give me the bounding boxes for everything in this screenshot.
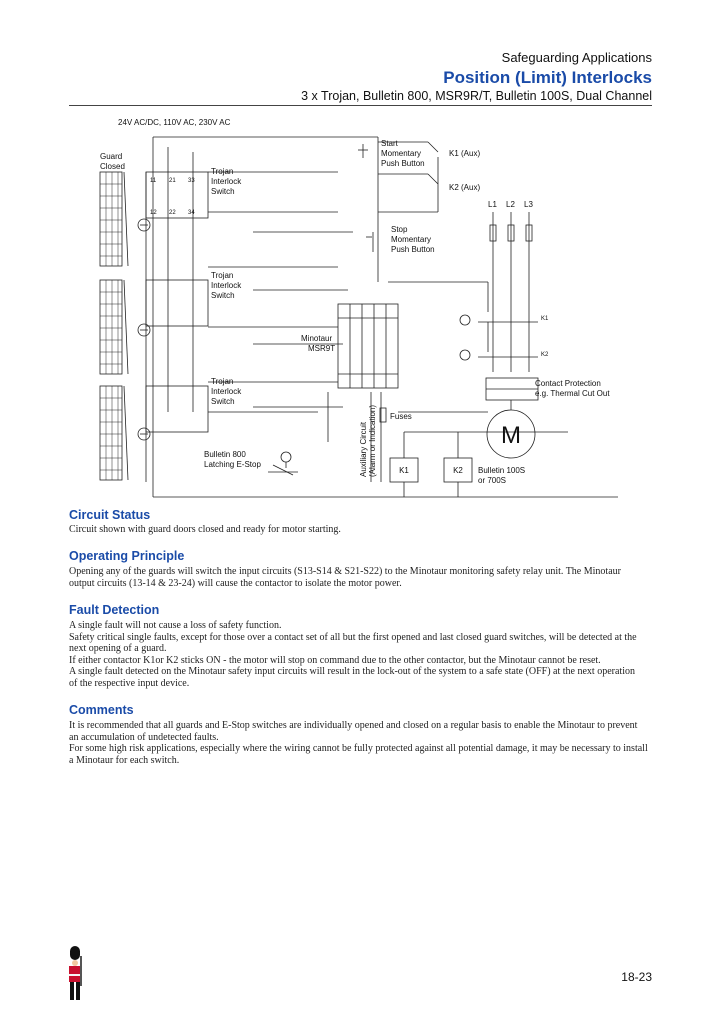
section-heading-comments: Comments [69, 703, 134, 717]
stop-line2: Momentary [391, 235, 431, 244]
section-line: of the respective input device. [69, 677, 190, 689]
section-heading-operating-principle: Operating Principle [69, 549, 185, 563]
fuses-label: Fuses [390, 412, 412, 421]
supply-label: 24V AC/DC, 110V AC, 230V AC [118, 118, 231, 127]
estop-line1: Bulletin 800 [204, 450, 246, 459]
section-line: If either contactor K1or K2 sticks ON - … [69, 654, 601, 666]
switch3-line3: Switch [211, 397, 235, 406]
section-body-fault-detection: A single fault will not cause a loss of … [69, 620, 659, 690]
contact-bottom-1: 12 [150, 210, 157, 216]
section-line: output circuits (13-14 & 23-24) will cau… [69, 577, 402, 589]
k2-aux-label: K2 (Aux) [449, 183, 480, 192]
k2-relay-label: K2 [453, 466, 463, 475]
start-line3: Push Button [381, 159, 425, 168]
contact-protection-line2: e.g. Thermal Cut Out [535, 389, 610, 398]
switch2-line1: Trojan [211, 271, 233, 280]
section-line: a Minotaur for each switch. [69, 754, 180, 766]
switch1-line2: Interlock [211, 177, 242, 186]
section-line: A single fault detected on the Minotaur … [69, 666, 635, 678]
minotaur-line1: Minotaur [301, 334, 332, 343]
section-line: Opening any of the guards will switch th… [69, 566, 621, 577]
contact-top-2: 21 [169, 178, 176, 184]
section-body-comments: It is recommended that all guards and E-… [69, 720, 659, 766]
section-line: It is recommended that all guards and E-… [69, 720, 638, 731]
stop-line3: Push Button [391, 245, 435, 254]
switch1-line3: Switch [211, 187, 235, 196]
l3-label: L3 [524, 200, 533, 209]
section-heading-fault-detection: Fault Detection [69, 603, 160, 617]
contact-bottom-3: 34 [188, 210, 195, 216]
section-line: an accumulation of undetected faults. [69, 731, 219, 743]
wiring-diagram: 24V AC/DC, 110V AC, 230V AC Guard Closed… [99, 118, 618, 498]
aux-circuit-line2: (Alarm or Indication) [368, 405, 377, 477]
l1-label: L1 [488, 200, 497, 209]
aux-circuit-line1: Auxiliary Circuit [359, 421, 368, 477]
k1-relay-label: K1 [399, 466, 409, 475]
start-line1: Start [381, 139, 399, 148]
contact-bottom-2: 22 [169, 210, 176, 216]
category-heading: Safeguarding Applications [501, 50, 652, 65]
k1-aux-label: K1 (Aux) [449, 149, 480, 158]
section-body-circuit-status: Circuit shown with guard doors closed an… [69, 524, 659, 536]
section-body-operating-principle: Opening any of the guards will switch th… [69, 566, 659, 589]
switch1-line1: Trojan [211, 167, 233, 176]
switch3-line2: Interlock [211, 387, 242, 396]
contact-top-3: 33 [188, 178, 195, 184]
k2-contactor-label: K2 [541, 352, 549, 358]
switch3-line1: Trojan [211, 377, 233, 386]
motor-label: M [501, 422, 521, 449]
start-line2: Momentary [381, 149, 421, 158]
estop-line2: Latching E-Stop [204, 460, 261, 469]
switch2-line3: Switch [211, 291, 235, 300]
contact-protection-line1: Contact Protection [535, 379, 601, 388]
minotaur-line2: MSR9T [308, 344, 335, 353]
section-heading-circuit-status: Circuit Status [69, 508, 151, 522]
page-subtitle: 3 x Trojan, Bulletin 800, MSR9R/T, Bulle… [301, 89, 652, 103]
page-title: Position (Limit) Interlocks [443, 68, 652, 87]
contact-top-1: 11 [150, 178, 157, 184]
guard-label-1: Guard [100, 152, 122, 161]
k1-contactor-label: K1 [541, 316, 549, 322]
stop-line1: Stop [391, 225, 408, 234]
section-line: For some high risk applications, especia… [69, 743, 648, 755]
section-line: Circuit shown with guard doors closed an… [69, 524, 341, 535]
section-line: Safety critical single faults, except fo… [69, 631, 637, 643]
switch2-line2: Interlock [211, 281, 242, 290]
guardsman-logo-icon [69, 946, 82, 1000]
l2-label: L2 [506, 200, 515, 209]
bulletin100s-line1: Bulletin 100S [478, 466, 525, 475]
header-rule [69, 105, 652, 106]
page-number: 18-23 [621, 970, 652, 984]
section-line: A single fault will not cause a loss of … [69, 620, 282, 631]
section-line: next opening of a guard. [69, 643, 167, 655]
bulletin100s-line2: or 700S [478, 476, 506, 485]
guard-label-2: Closed [100, 162, 125, 171]
